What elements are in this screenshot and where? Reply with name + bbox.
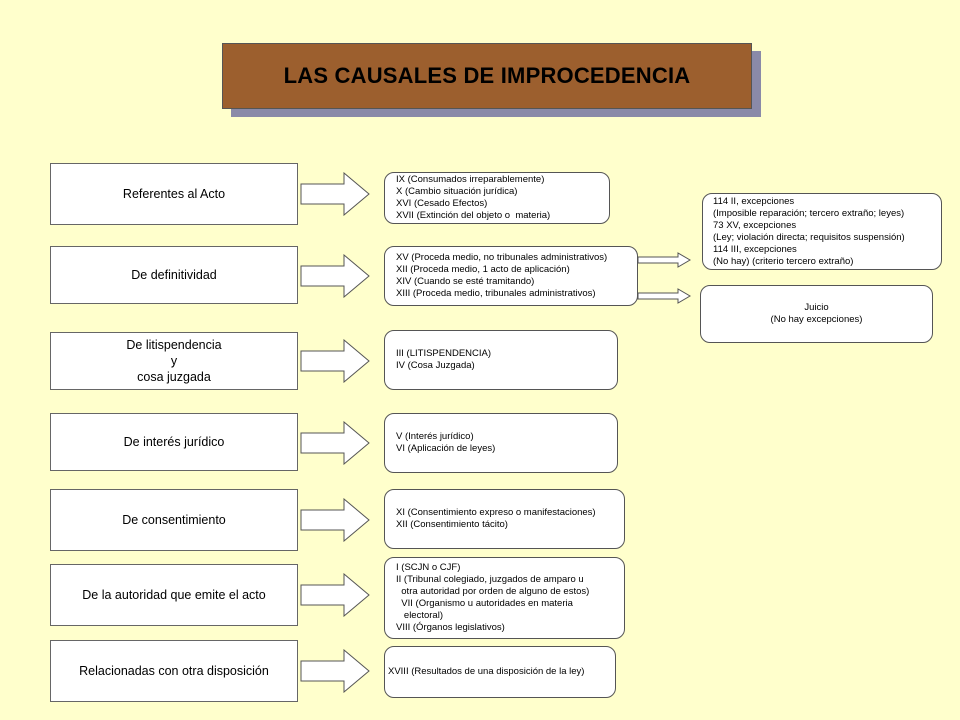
detail-line: VIII (Órganos legislativos) — [396, 622, 505, 633]
exceptions-line: (Imposible reparación; tercero extraño; … — [713, 207, 905, 219]
detail-line: XII (Proceda medio, 1 acto de aplicación… — [396, 264, 570, 275]
arrow-right-icon — [300, 421, 370, 465]
category-box: De consentimiento — [50, 489, 298, 551]
juicio-box: Juicio (No hay excepciones) — [700, 285, 933, 343]
exceptions-line: (Ley; violación directa; requisitos susp… — [713, 231, 905, 243]
exceptions-line: (No hay) (criterio tercero extraño) — [713, 255, 854, 267]
category-label: De interés jurídico — [123, 435, 225, 449]
category-box: De la autoridad que emite el acto — [50, 564, 298, 626]
detail-line: otra autoridad por orden de alguno de es… — [396, 586, 590, 597]
category-box: De litispendencia y cosa juzgada — [50, 332, 298, 390]
category-box: De interés jurídico — [50, 413, 298, 471]
detail-line: I (SCJN o CJF) — [396, 562, 461, 573]
detail-line: II (Tribunal colegiado, juzgados de ampa… — [396, 574, 584, 585]
arrow-right-icon — [300, 172, 370, 216]
page-title: LAS CAUSALES DE IMPROCEDENCIA — [283, 63, 691, 88]
detail-box: I (SCJN o CJF) II (Tribunal colegiado, j… — [384, 557, 625, 639]
category-label: De consentimiento — [122, 513, 226, 527]
detail-line: XVIII (Resultados de una disposición de … — [388, 666, 585, 677]
juicio-line: (No hay excepciones) — [770, 314, 863, 325]
juicio-line: Juicio — [804, 302, 829, 313]
detail-line: XVII (Extinción del objeto o materia) — [396, 210, 551, 221]
exceptions-line: 114 III, excepciones — [713, 243, 797, 255]
category-label: De definitividad — [131, 268, 217, 282]
arrow-right-icon — [300, 498, 370, 542]
detail-line: X (Cambio situación jurídica) — [396, 186, 518, 197]
detail-line: VII (Organismo u autoridades en materia — [396, 598, 573, 609]
category-label: Referentes al Acto — [122, 187, 226, 201]
detail-box: XI (Consentimiento expreso o manifestaci… — [384, 489, 625, 549]
title-box: LAS CAUSALES DE IMPROCEDENCIA — [222, 43, 752, 109]
exceptions-line: 114 II, excepciones — [713, 195, 795, 207]
detail-line: XIII (Proceda medio, tribunales administ… — [396, 288, 596, 299]
arrow-right-icon — [300, 339, 370, 383]
connector-arrow-icon — [637, 252, 691, 268]
arrow-right-icon — [300, 573, 370, 617]
exceptions-box: 114 II, excepciones (Imposible reparació… — [702, 193, 942, 270]
category-box: Referentes al Acto — [50, 163, 298, 225]
detail-line: IV (Cosa Juzgada) — [396, 360, 475, 371]
arrow-right-icon — [300, 649, 370, 693]
detail-line: V (Interés jurídico) — [396, 431, 474, 442]
category-box: De definitividad — [50, 246, 298, 304]
category-label: De litispendencia y cosa juzgada — [126, 338, 222, 384]
category-label: Relacionadas con otra disposición — [79, 664, 269, 678]
detail-line: electoral) — [396, 610, 443, 621]
detail-line: VI (Aplicación de leyes) — [396, 443, 496, 454]
detail-box: XV (Proceda medio, no tribunales adminis… — [384, 246, 638, 306]
detail-line: XII (Consentimiento tácito) — [396, 519, 508, 530]
detail-line: XIV (Cuando se esté tramitando) — [396, 276, 535, 287]
detail-box: IX (Consumados irreparablemente) X (Camb… — [384, 172, 610, 224]
detail-line: XI (Consentimiento expreso o manifestaci… — [396, 507, 596, 518]
exceptions-line: 73 XV, excepciones — [713, 219, 797, 231]
connector-arrow-icon — [637, 288, 691, 304]
detail-box: III (LITISPENDENCIA) IV (Cosa Juzgada) — [384, 330, 618, 390]
detail-box: XVIII (Resultados de una disposición de … — [384, 646, 616, 698]
detail-line: XV (Proceda medio, no tribunales adminis… — [396, 252, 608, 263]
category-label: De la autoridad que emite el acto — [82, 588, 266, 602]
detail-line: IX (Consumados irreparablemente) — [396, 174, 545, 185]
detail-line: III (LITISPENDENCIA) — [396, 348, 492, 359]
category-box: Relacionadas con otra disposición — [50, 640, 298, 702]
detail-box: V (Interés jurídico) VI (Aplicación de l… — [384, 413, 618, 473]
arrow-right-icon — [300, 254, 370, 298]
detail-line: XVI (Cesado Efectos) — [396, 198, 488, 209]
